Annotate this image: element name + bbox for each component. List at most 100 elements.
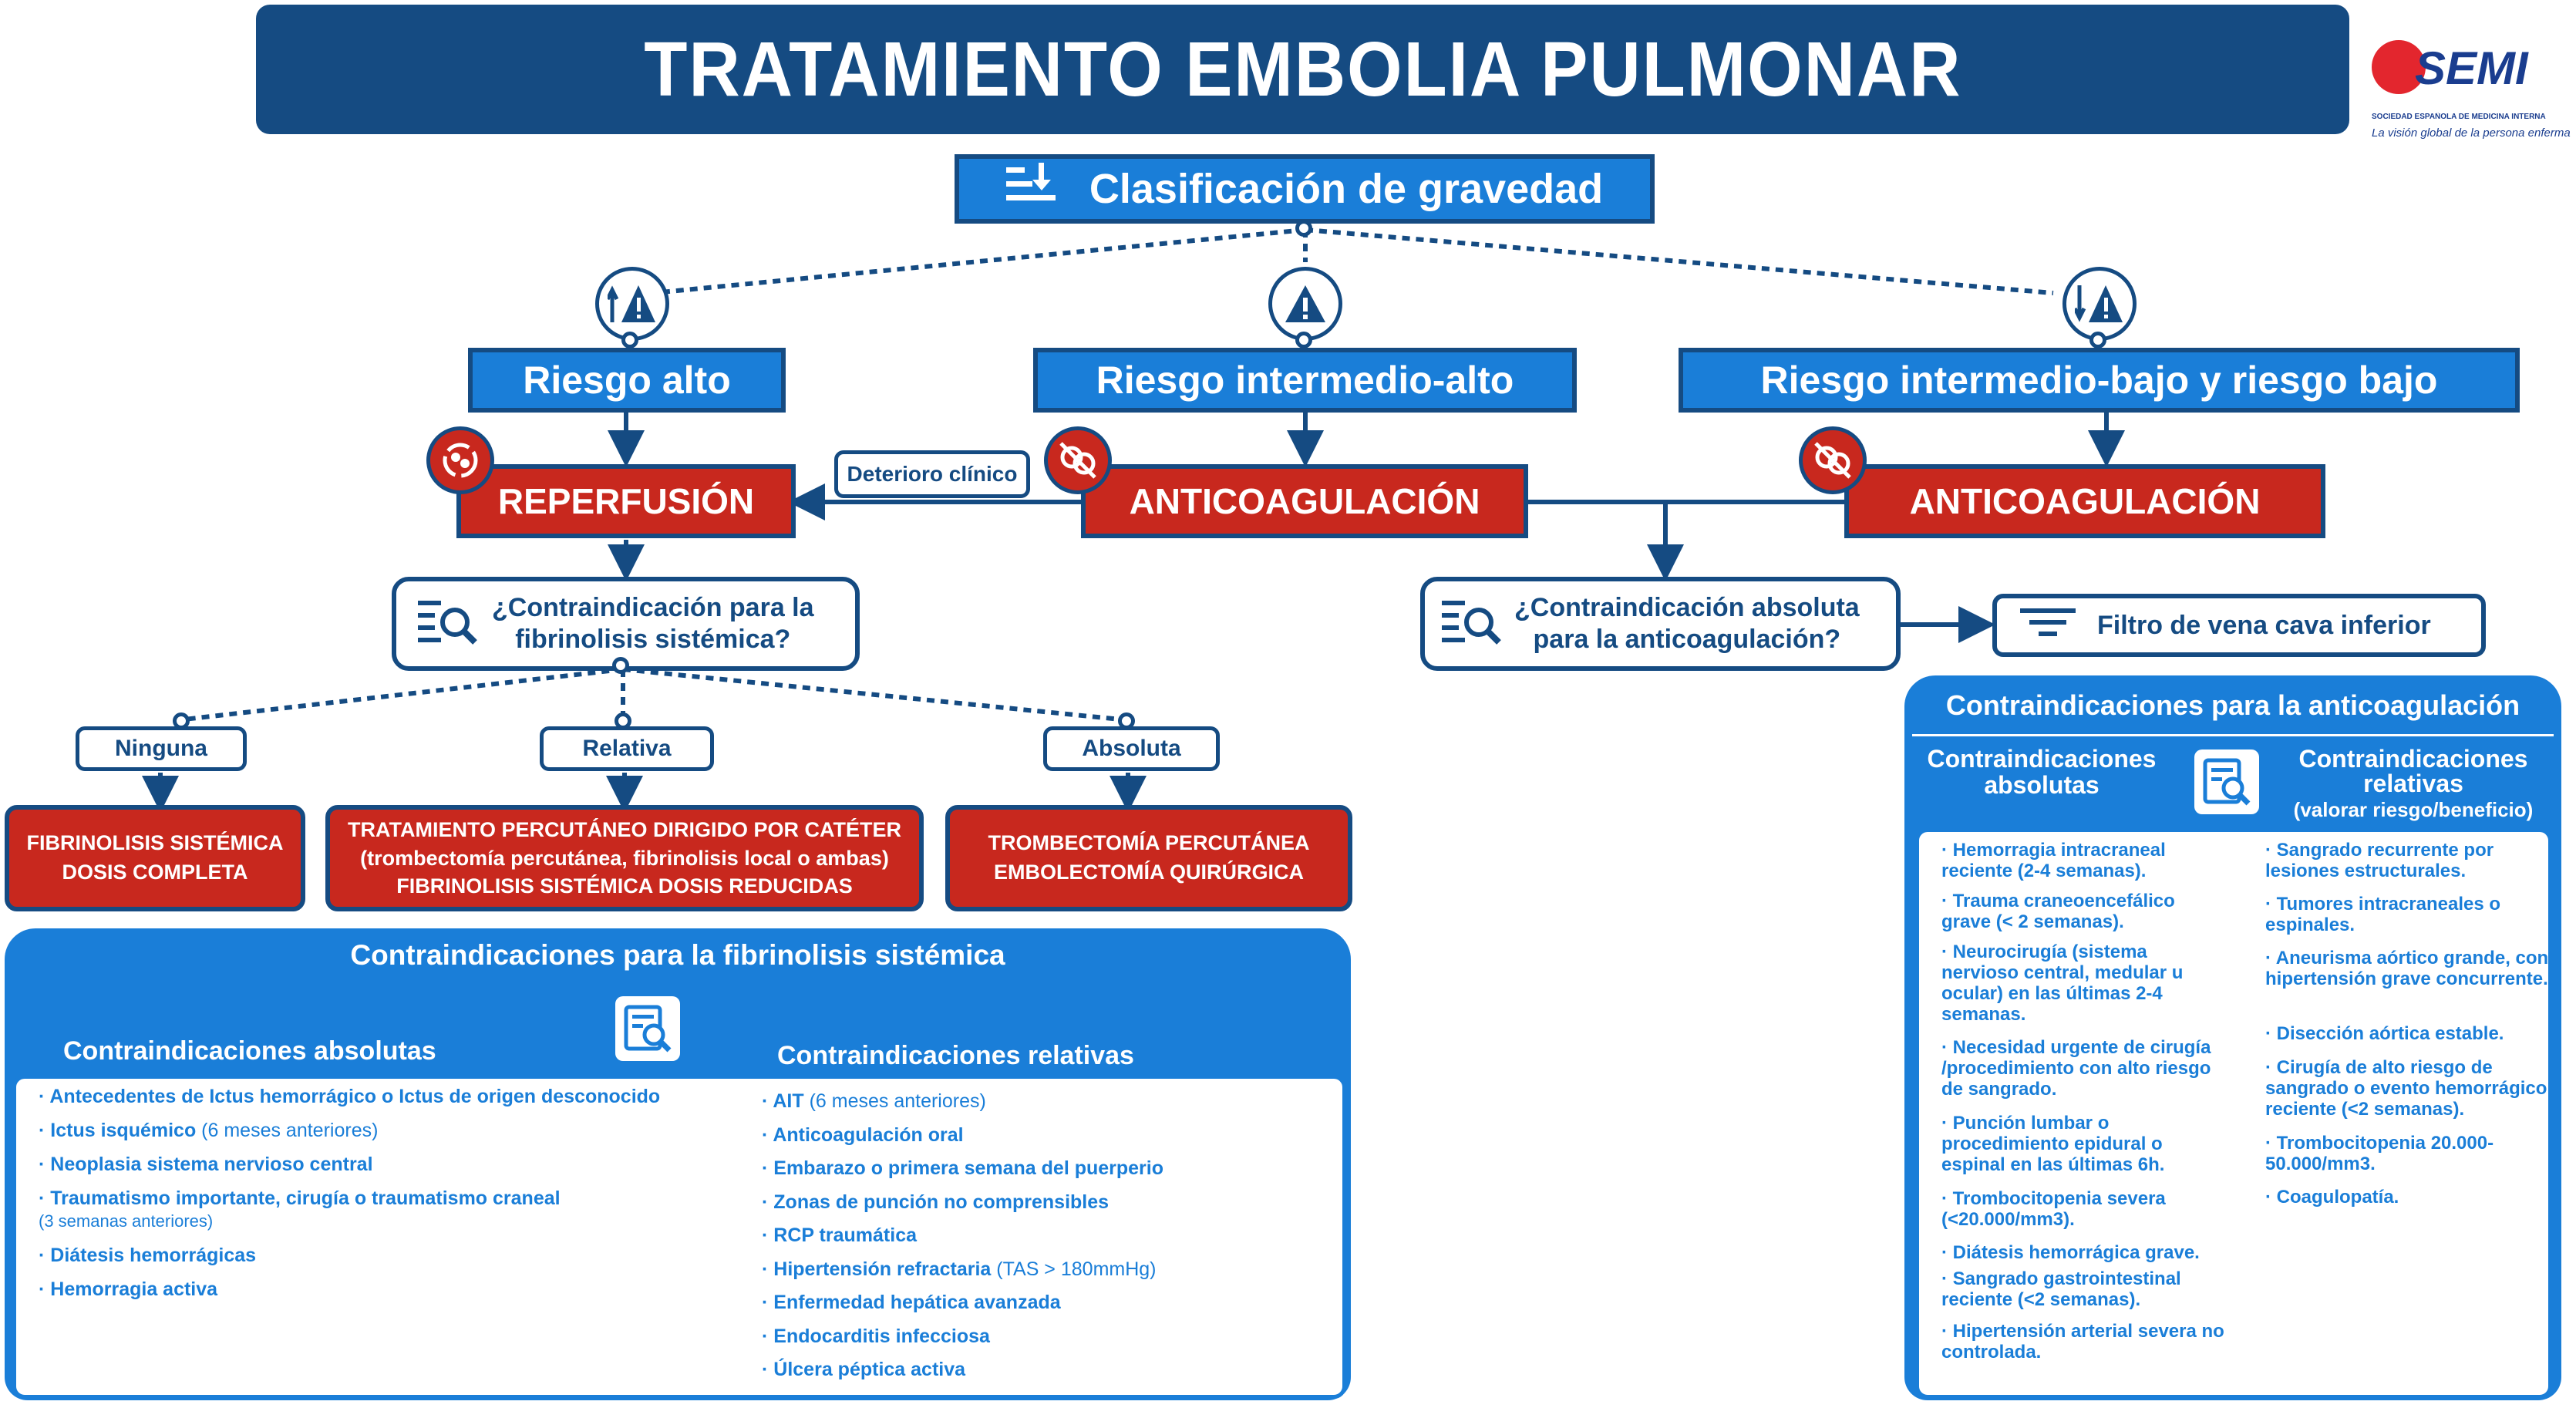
option-absolute-label: Absoluta [1082,736,1181,761]
question-fibrinolysis-line2: fibrinolisis sistémica? [515,625,791,654]
list-item: · Diátesis hemorrágica grave. [1941,1242,2200,1263]
anticoag-absolute-title: Contraindicaciones absolutas [1918,746,2165,798]
outcome-absolute-box: TROMBECTOMÍA PERCUTÁNEA EMBOLECTOMÍA QUI… [945,805,1352,911]
risk-low-dot [2089,332,2106,349]
anticoag-low-label: ANTICOAGULACIÓN [1909,481,2261,521]
list-item: · Ictus isquémico (6 meses anteriores) [39,1120,379,1141]
page-title: TRATAMIENTO EMBOLIA PULMONAR [643,25,1962,113]
list-item: · Disección aórtica estable. [2265,1023,2504,1044]
title-bar: TRATAMIENTO EMBOLIA PULMONAR [256,5,2349,134]
list-item: · Sangrado recurrente por lesiones estru… [2265,840,2494,881]
list-item: · Coagulopatía. [2265,1187,2399,1208]
anticoag-relative-title-line2: relativas [2363,770,2463,797]
outcome-relative-box: TRATAMIENTO PERCUTÁNEO DIRIGIDO POR CATÉ… [325,805,924,911]
anticoag-mid-label: ANTICOAGULACIÓN [1129,481,1480,521]
list-item: · Tumores intracraneales o espinales. [2265,894,2501,935]
list-item: · Trombocitopenia severa (<20.000/mm3). [1941,1188,2166,1230]
list-item: · Necesidad urgente de cirugía /procedim… [1941,1037,2211,1100]
question-fibrinolysis-box: ¿Contraindicación para la fibrinolisis s… [392,577,860,671]
option-none-label: Ninguna [115,736,207,761]
anticoag-list-panel [1915,828,2552,1399]
list-item: · Hemorragia activa [39,1278,218,1300]
anticoag-panel: Contraindicaciones para la anticoagulaci… [1904,675,2561,1400]
outcome-relative-line1: TRATAMIENTO PERCUTÁNEO DIRIGIDO POR CATÉ… [347,818,901,842]
anticoag-relative-title-line1: Contraindicaciones [2298,745,2528,773]
list-item: · Neoplasia sistema nervioso central [39,1154,373,1175]
risk-high-box: Riesgo alto [468,348,786,413]
list-item: · AIT (6 meses anteriores) [762,1090,986,1112]
warning-down-icon [2062,267,2137,341]
question-anticoag-line1: ¿Contraindicación absoluta [1514,593,1860,623]
anticoag-icon [1044,426,1112,494]
classification-dot [1295,220,1312,237]
outcome-none-line1: FIBRINOLISIS SISTÉMICA [26,831,284,855]
search-doc-icon-4 [2194,749,2259,814]
question-anticoag-line2: para la anticoagulación? [1533,625,1841,654]
list-item: · Cirugía de alto riesgo de sangrado o e… [2265,1057,2547,1120]
warning-up-icon [595,267,669,341]
list-item: · RCP traumática [762,1224,917,1246]
fibrinolysis-relative-title: Contraindicaciones relativas [777,1041,1134,1070]
semi-logo-name: SEMI [2415,42,2528,94]
filter-box: Filtro de vena cava inferior [1992,594,2486,657]
risk-high-label: Riesgo alto [523,359,731,402]
list-item: · Antecedentes de Ictus hemorrágico o Ic… [39,1086,661,1107]
question-fibrinolysis-line1: ¿Contraindicación para la [492,593,814,623]
outcome-relative-line3: FIBRINOLISIS SISTÉMICA DOSIS REDUCIDAS [396,874,853,898]
list-item: · Embarazo o primera semana del puerperi… [762,1157,1164,1179]
list-item: · Endocarditis infecciosa [762,1325,990,1347]
option-relative-box: Relativa [540,726,714,771]
fibrinolysis-panel-title: Contraindicaciones para la fibrinolisis … [350,939,1005,971]
reperfusion-icon [426,426,494,494]
list-item: · Hipertensión arterial severa no contro… [1941,1321,2224,1363]
fibrinolysis-relative-list: · AIT (6 meses anteriores) · Anticoagula… [762,1090,1332,1393]
list-item: · Zonas de punción no comprensibles [762,1191,1110,1213]
outcome-absolute-line2: EMBOLECTOMÍA QUIRÚRGICA [994,861,1304,884]
option-none-box: Ninguna [76,726,247,771]
anticoag-absolute-title-line1: Contraindicaciones [1927,745,2157,773]
list-item: · Diátesis hemorrágicas [39,1245,257,1266]
search-doc-icon [418,596,478,652]
outcome-relative-line2: (trombectomía percutánea, fibrinolisis l… [360,846,889,870]
risk-low-box: Riesgo intermedio-bajo y riesgo bajo [1679,348,2520,413]
list-item: · Aneurisma aórtico grande, con hiperten… [2265,948,2549,989]
outcome-absolute-line1: TROMBECTOMÍA PERCUTÁNEA [988,831,1310,855]
anticoag-panel-divider [1912,734,2554,736]
list-item: · Neurocirugía (sistema nervioso central… [1941,941,2184,1025]
semi-logo-icon [2372,40,2426,94]
semi-logo-subtitle: SOCIEDAD ESPAÑOLA DE MEDICINA INTERNA [2372,113,2546,121]
semi-logo-tagline: La visión global de la persona enferma [2372,126,2571,140]
list-item: · Trombocitopenia 20.000-50.000/mm3. [2265,1133,2494,1174]
search-doc-icon-2 [1442,596,1502,652]
list-item: · Hipertensión refractaria (TAS > 180mmH… [762,1258,1157,1280]
anticoag-low-icon [1799,426,1867,494]
list-item: · Traumatismo importante, cirugía o trau… [39,1187,561,1231]
question-anticoag-box: ¿Contraindicación absoluta para la antic… [1420,577,1901,671]
risk-low-label: Riesgo intermedio-bajo y riesgo bajo [1760,359,2438,402]
option-relative-label: Relativa [582,736,672,761]
list-item: · Sangrado gastrointestinal reciente (<2… [1941,1268,2181,1310]
risk-mid-dot [1295,332,1312,349]
anticoag-relative-list: · Sangrado recurrente por lesiones estru… [2265,840,2551,1218]
anticoag-low-box: ANTICOAGULACIÓN [1844,464,2325,538]
question-fibrinolysis-dot [612,657,629,674]
anticoag-relative-title-line3: (valorar riesgo/beneficio) [2293,798,2534,821]
outcome-none-line2: DOSIS COMPLETA [62,861,248,884]
fibrinolysis-panel: Contraindicaciones para la fibrinolisis … [5,928,1351,1400]
anticoag-absolute-title-line2: absolutas [1984,770,2100,799]
classification-box: Clasificación de gravedad [955,154,1655,224]
semi-logo: SEMI SOCIEDAD ESPAÑOLA DE MEDICINA INTER… [2366,31,2574,147]
option-absolute-box: Absoluta [1043,726,1220,771]
search-doc-icon-3 [615,996,680,1061]
list-item: · Enfermedad hepática avanzada [762,1292,1061,1313]
anticoag-absolute-list: · Hemorragia intracraneal reciente (2-4 … [1941,840,2228,1368]
outcome-none-box: FIBRINOLISIS SISTÉMICA DOSIS COMPLETA [5,805,305,911]
deterioro-box: Deterioro clínico [834,450,1030,498]
anticoag-relative-title: Contraindicaciones relativas (valorar ri… [2275,746,2552,820]
list-item: · Punción lumbar o procedimiento epidura… [1941,1113,2165,1175]
list-item: · Úlcera péptica activa [762,1359,966,1380]
list-item: · Trauma craneoencefálico grave (< 2 sem… [1941,891,2175,932]
fibrinolysis-absolute-list: · Antecedentes de Ictus hemorrágico o Ic… [39,1086,732,1312]
risk-intermediate-high-label: Riesgo intermedio-alto [1096,359,1514,402]
risk-intermediate-high-box: Riesgo intermedio-alto [1033,348,1577,413]
